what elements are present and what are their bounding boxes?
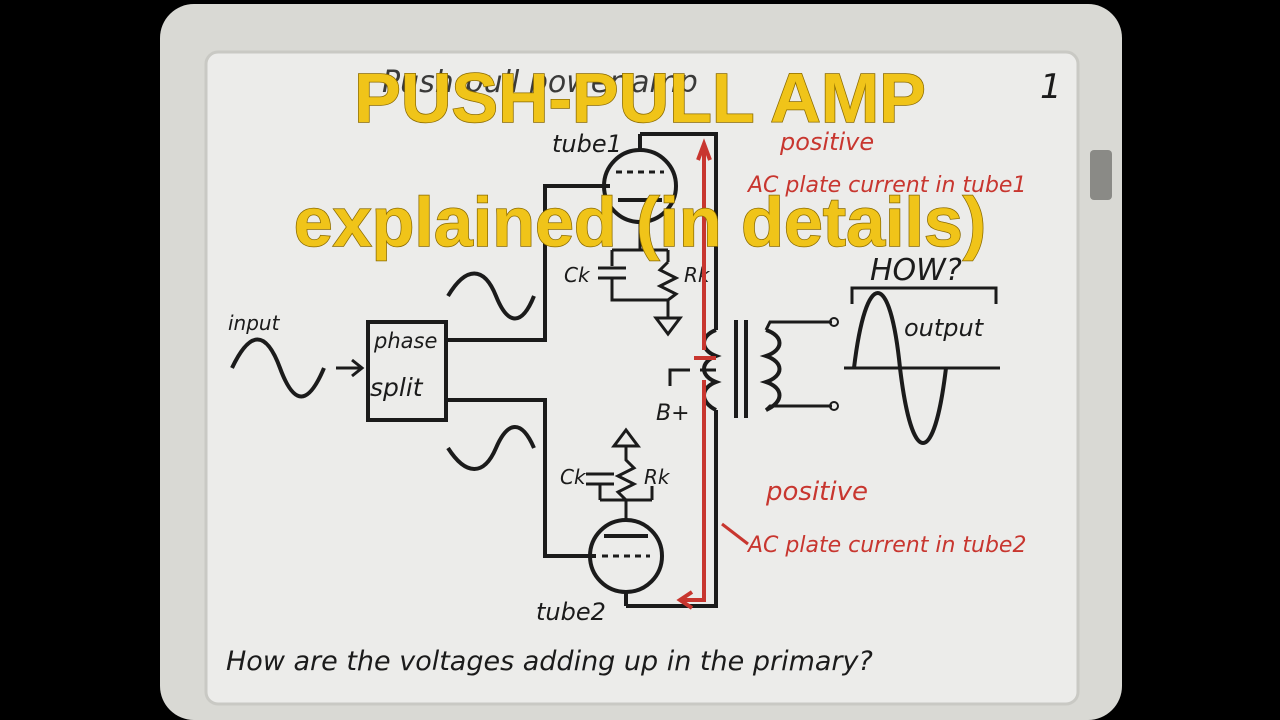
left-letterbox bbox=[0, 0, 158, 720]
bplus-label: B+ bbox=[656, 401, 690, 426]
input-label: input bbox=[228, 311, 281, 335]
tube2-label: tube2 bbox=[536, 598, 606, 626]
bottom-question: How are the voltages adding up in the pr… bbox=[226, 646, 873, 677]
red-bottom-pointer bbox=[721, 522, 749, 546]
how-label: HOW? bbox=[870, 253, 962, 288]
tube1-ck-label: Ck bbox=[564, 263, 591, 287]
tube2-plate-wire bbox=[626, 410, 718, 608]
board-clip bbox=[1090, 150, 1112, 200]
tube1-current-path bbox=[694, 144, 716, 360]
output-terminal-top bbox=[829, 317, 839, 327]
overlay-title-line-1: PUSH-PULL AMP bbox=[354, 59, 926, 137]
tube1-ground bbox=[610, 278, 683, 337]
red-bottom-label-2: AC plate current in tube2 bbox=[746, 533, 1026, 558]
output-bracket bbox=[850, 286, 998, 304]
transformer-secondary bbox=[759, 328, 782, 412]
input-sine bbox=[230, 337, 326, 399]
top-heading: Push-pull power amp bbox=[382, 65, 698, 100]
red-top-label-2: AC plate current in tube1 bbox=[746, 173, 1026, 198]
page-number: 1 bbox=[1040, 67, 1062, 107]
tube2-current-arrowhead bbox=[676, 590, 694, 610]
red-top-label-1: positive bbox=[779, 128, 874, 156]
red-bottom-label-1: positive bbox=[765, 477, 868, 507]
tube2-rk-resistor bbox=[614, 446, 638, 502]
upper-grid-wire bbox=[446, 184, 610, 342]
output-sine bbox=[852, 291, 948, 445]
tube1-rk-label: Rk bbox=[684, 263, 711, 287]
lower-phase-sine bbox=[446, 425, 536, 471]
phase-split-label-2: split bbox=[370, 373, 424, 402]
tube1-cathode-wire bbox=[610, 222, 670, 266]
right-letterbox bbox=[1122, 0, 1280, 720]
output-label: output bbox=[904, 314, 985, 342]
board-surface bbox=[204, 50, 1080, 706]
phase-split-box bbox=[366, 320, 448, 422]
secondary-bottom-lead bbox=[764, 404, 832, 412]
tube1-plate-wire bbox=[640, 132, 718, 330]
tube2-current-path bbox=[680, 380, 706, 602]
tube2-ck-capacitor bbox=[586, 472, 614, 486]
tube1-current-arrowhead bbox=[696, 138, 712, 161]
overlay-title-line-2: explained (in details) bbox=[294, 183, 986, 261]
tube2-rk-label: Rk bbox=[644, 465, 671, 489]
secondary-top-lead bbox=[764, 320, 832, 331]
upper-phase-sine bbox=[446, 271, 536, 321]
tube1-rk-resistor bbox=[656, 260, 680, 302]
bplus-center-tap bbox=[668, 368, 716, 386]
lower-grid-wire bbox=[446, 398, 596, 558]
phase-split-label-1: phase bbox=[373, 329, 437, 353]
output-terminal-bottom bbox=[829, 401, 839, 411]
tube1-label: tube1 bbox=[552, 130, 622, 158]
tube2-ck-label: Ck bbox=[560, 465, 587, 489]
input-arrow bbox=[336, 358, 365, 378]
tube2-ground bbox=[611, 427, 641, 448]
